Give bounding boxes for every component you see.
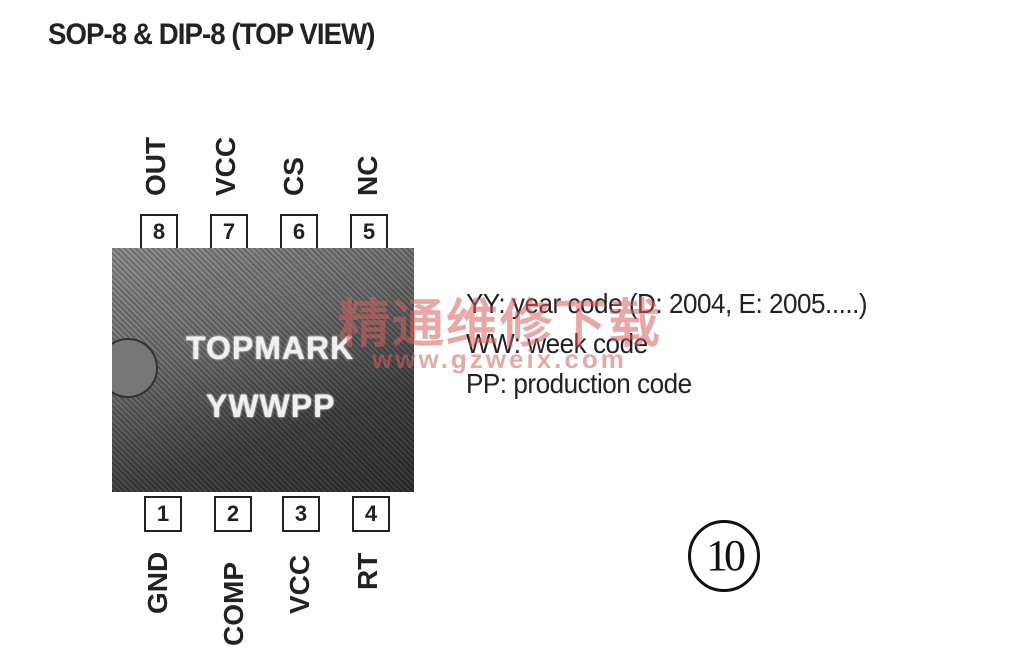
pin-4-box: 4 — [352, 496, 390, 532]
watermark-url: www.gzweix.com — [372, 344, 627, 374]
pin-8-label: OUT — [140, 136, 171, 196]
pin-4-label: RT — [352, 552, 383, 590]
ic-package-body — [112, 248, 414, 492]
pin-8-box: 8 — [140, 214, 178, 250]
watermark-text: 精通维修下载 — [338, 294, 663, 355]
diagram-title: SOP-8 & DIP-8 (TOP VIEW) — [48, 18, 375, 51]
chip-marking-line2: YWWPP — [206, 388, 336, 424]
pin-2-box: 2 — [214, 496, 252, 532]
pin-3-label: VCC — [284, 554, 315, 614]
pin-2-label: COMP — [218, 562, 249, 646]
pin-7-label: VCC — [210, 136, 241, 196]
pin-3-box: 3 — [282, 496, 320, 532]
chip-marking-line1: TOPMARK — [186, 330, 355, 366]
pin-6-box: 6 — [280, 214, 318, 250]
legend-production-code: PP: production code — [466, 368, 692, 399]
pin-7-box: 7 — [210, 214, 248, 250]
pin-1-label: GND — [142, 551, 173, 614]
pin-6-label: CS — [278, 157, 309, 196]
legend-year-code: YY: year code (D: 2004, E: 2005.....) — [466, 288, 868, 319]
notch-mask — [96, 330, 112, 402]
pin-5-label: NC — [352, 155, 383, 196]
figure-number-badge: 10 — [688, 520, 760, 592]
legend-week-code: WW: week code — [466, 328, 648, 359]
pin-5-box: 5 — [350, 214, 388, 250]
pin-1-box: 1 — [144, 496, 182, 532]
